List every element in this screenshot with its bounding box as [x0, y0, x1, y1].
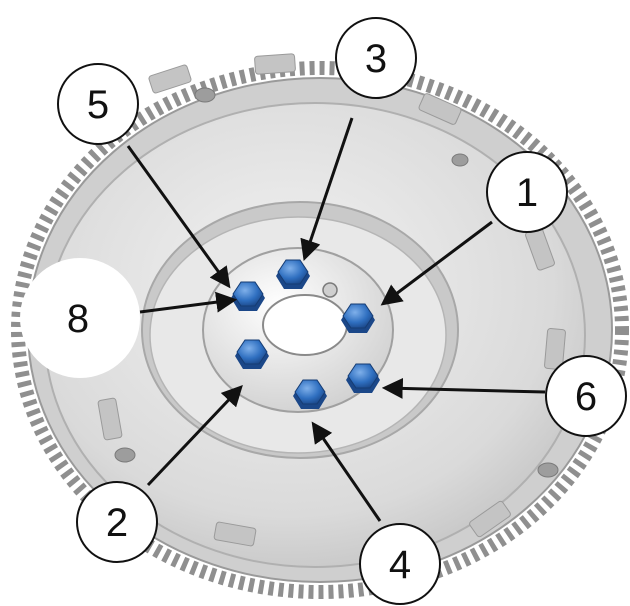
- arrow-1: [380, 220, 493, 306]
- callout-1: 1: [486, 151, 568, 233]
- callout-4-label: 4: [389, 543, 411, 587]
- callout-6-label: 6: [575, 375, 597, 419]
- callout-1-label: 1: [516, 171, 538, 215]
- leader-arrows: [126, 117, 546, 522]
- arrow-3: [300, 117, 354, 261]
- arrow-4: [311, 421, 382, 522]
- callout-8-label: 8: [67, 297, 89, 341]
- callout-3: 3: [335, 17, 417, 99]
- bolt-5: [231, 281, 265, 311]
- bolts: [231, 259, 380, 409]
- arrow-8: [139, 291, 238, 314]
- callout-6: 6: [545, 355, 627, 437]
- arrow-5: [126, 145, 231, 289]
- bolt-1: [341, 303, 375, 333]
- callout-8: 8: [20, 258, 140, 378]
- callouts: 1 3 5 8 2 4 6: [20, 17, 627, 605]
- callout-3-label: 3: [365, 37, 387, 81]
- face-holes: [114, 87, 559, 478]
- bolt-6: [346, 363, 380, 393]
- callout-2-label: 2: [106, 501, 128, 545]
- center-bore: [262, 294, 348, 356]
- arrow-6: [381, 377, 546, 399]
- rim-pads: [97, 53, 566, 547]
- callout-5: 5: [57, 63, 139, 145]
- bolt-3: [276, 259, 310, 289]
- callout-5-label: 5: [87, 83, 109, 127]
- bolt-4: [293, 379, 327, 409]
- callout-4: 4: [359, 523, 441, 605]
- ring-gear-teeth: [11, 61, 629, 599]
- arrow-2: [146, 384, 243, 487]
- callout-2: 2: [76, 481, 158, 563]
- dowel-pin: [322, 282, 338, 298]
- bolt-2: [235, 339, 269, 369]
